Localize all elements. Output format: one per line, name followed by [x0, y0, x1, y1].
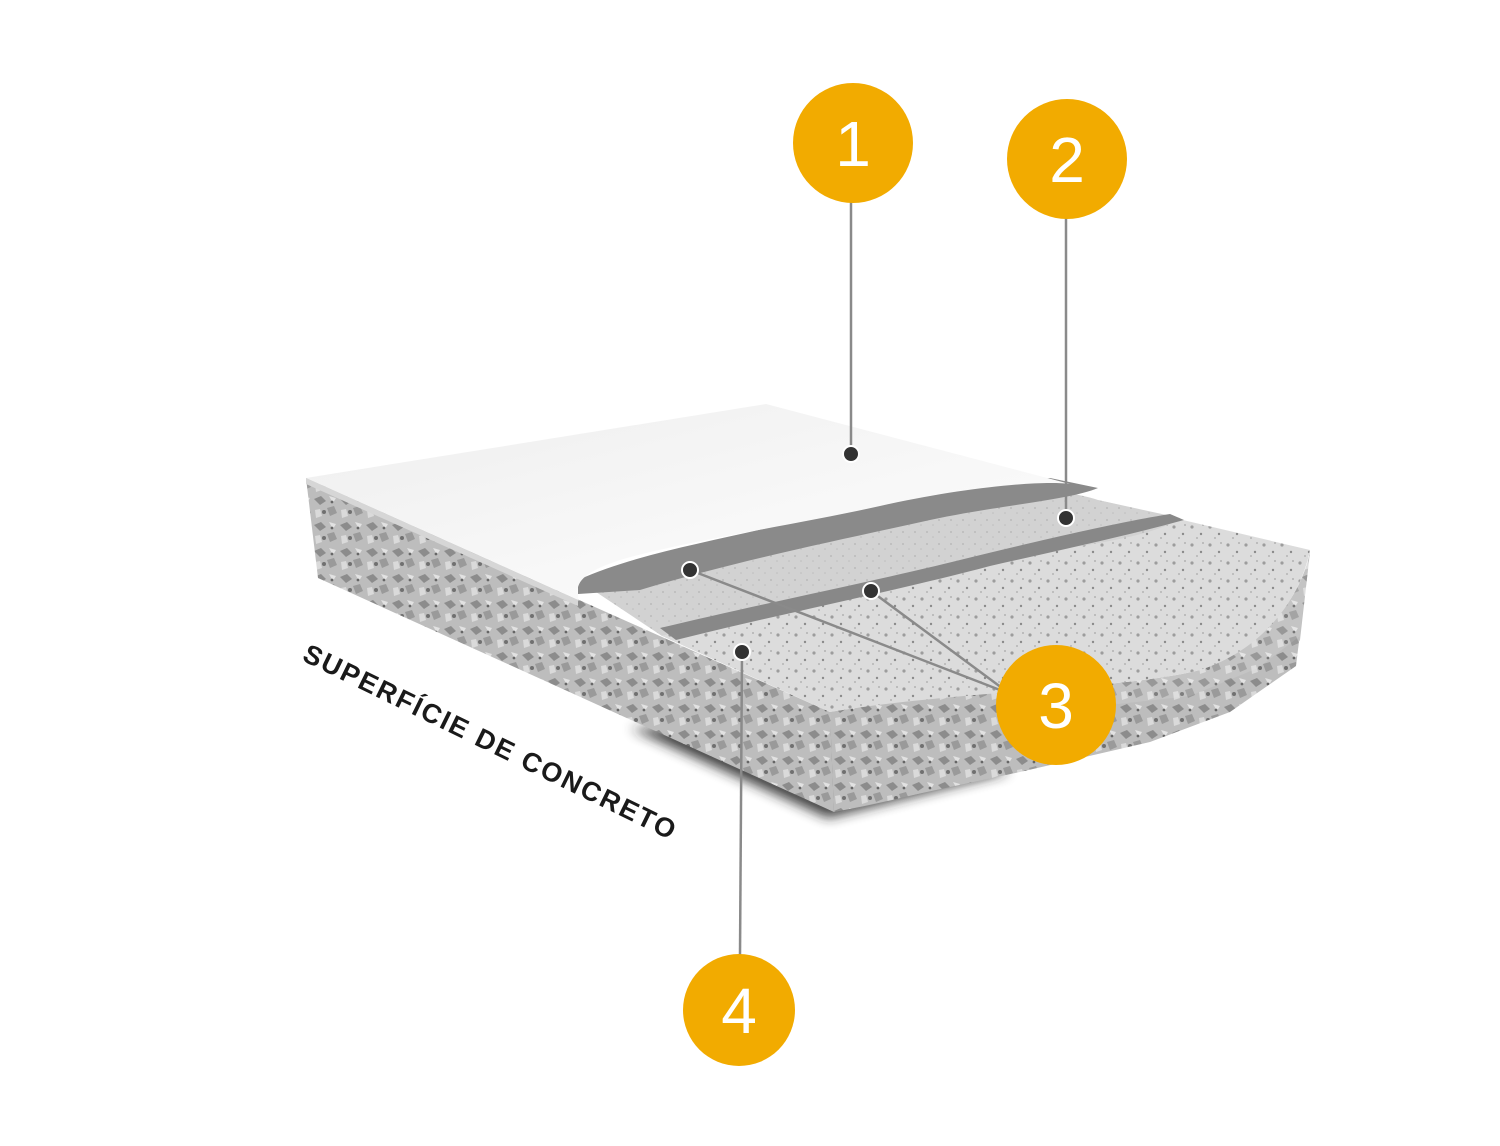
dot-4 [733, 643, 751, 661]
slab-front-face [306, 478, 834, 812]
dot-3b [862, 582, 880, 600]
leader-dots [681, 445, 1075, 661]
concrete-top-surface [662, 500, 1310, 712]
top-coat-edge [306, 478, 578, 606]
callout-number-3: 3 [1038, 670, 1074, 742]
callout-number-2: 2 [1049, 124, 1085, 196]
callout-badge-4: 4 [683, 954, 795, 1066]
dot-3a [681, 561, 699, 579]
intermediate-layer [578, 478, 1098, 594]
dot-1 [842, 445, 860, 463]
callout-badge-1: 1 [793, 83, 913, 203]
callout-number-1: 1 [835, 108, 871, 180]
slab-right-face-lower [830, 552, 1310, 812]
primer-layer [578, 489, 1180, 636]
callout-badge-2: 2 [1007, 99, 1127, 219]
callout-number-4: 4 [721, 975, 757, 1047]
top-coat-surface [306, 404, 1070, 600]
callout-badge-3: 3 [996, 645, 1116, 765]
dot-2 [1057, 509, 1075, 527]
leader-lines [689, 200, 1068, 956]
